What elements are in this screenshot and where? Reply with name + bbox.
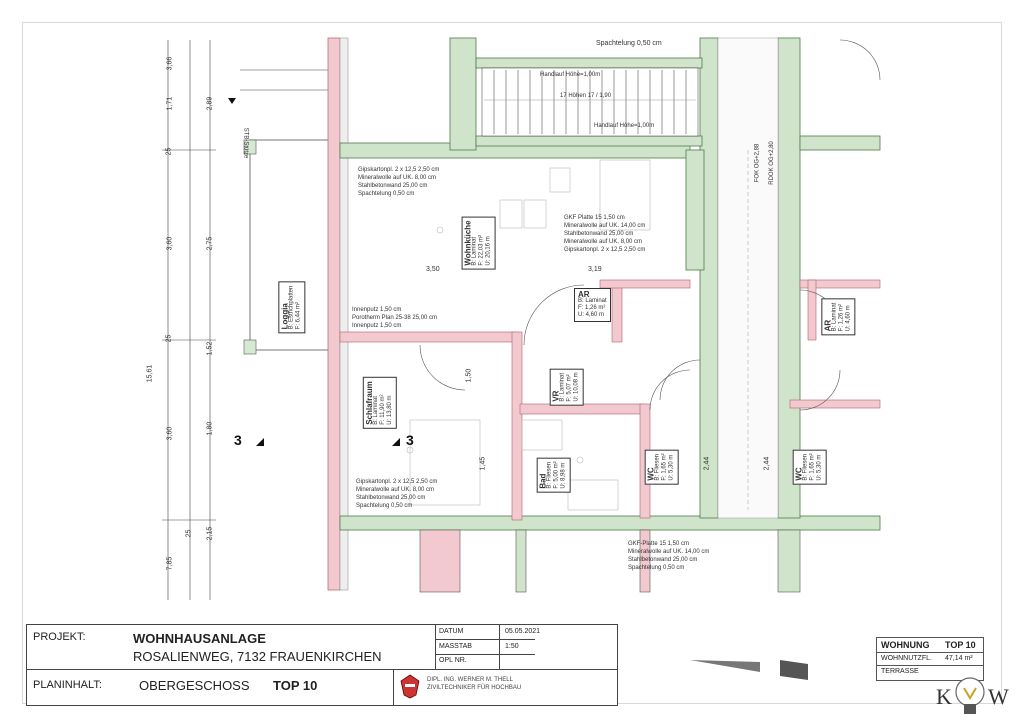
dim-label: 3,66 (166, 56, 174, 71)
dim-label: 1,50 (465, 368, 473, 383)
dimension-lines (162, 40, 330, 600)
concrete-walls (339, 37, 881, 531)
planinhalt-label: PLANINHALT: (33, 679, 102, 691)
architect-name: DIPL. ING. WERNER M. THELL (427, 677, 513, 683)
stair-label: Handlauf Höhe=1,00m (594, 123, 655, 129)
project-address: ROSALIENWEG, 7132 FRAUENKIRCHEN (133, 649, 382, 664)
svg-text:W: W (988, 684, 1009, 709)
logo-lightbulb-icon: K W (936, 677, 1009, 714)
top-label: TOP 10 (273, 678, 318, 693)
datum-label: DATUM (439, 628, 464, 635)
datum-value: 05.05.2021 (505, 628, 541, 635)
terrasse-label: TERRASSE (881, 668, 919, 675)
coat-of-arms-icon (400, 674, 420, 699)
dim-label: 3,50 (426, 266, 440, 273)
dim-label: 1,52 (206, 341, 214, 356)
dim-label: 25 (165, 147, 173, 156)
section-marker-label: 3 (234, 432, 242, 448)
dim-label: 7,85 (166, 556, 174, 571)
planinhalt-value: OBERGESCHOSS (139, 678, 250, 693)
dim-label: 25 (185, 529, 193, 538)
massstab-label: MASSTAB (439, 643, 472, 650)
level-label: RDOK OG+2,80 (768, 141, 775, 185)
dim-label: 1,45 (479, 456, 487, 471)
nutzflaeche-label: WOHNNUTZFL. (881, 655, 932, 662)
lower-rooms (419, 529, 801, 593)
dim-label: 3,60 (166, 426, 174, 441)
wall-spec-top: Spachtelung 0,50 cm (596, 40, 662, 47)
furniture (406, 159, 651, 511)
apartment-summary-box: WOHNUNG TOP 10 WOHNNUTZFL. 47,14 m² TERR… (876, 637, 984, 681)
stair-label: 17 Höhen 17 / 1,90 (560, 93, 612, 99)
dim-label: 25 (165, 334, 173, 343)
dim-label: 1,80 (206, 421, 214, 436)
title-block: PROJEKT: WOHNHAUSANLAGE ROSALIENWEG, 713… (26, 624, 618, 706)
nutzflaeche-value: 47,14 m² (945, 655, 973, 662)
wohnung-top: TOP 10 (945, 640, 976, 650)
dim-label: 2,44 (763, 456, 771, 471)
dim-label: 1,71 (166, 96, 174, 111)
stair-label: Handlauf Höhe=1,00m (540, 72, 601, 78)
section-marker-label: 3 (406, 432, 414, 448)
architect-title: ZIVILTECHNIKER FÜR HOCHBAU (427, 685, 522, 691)
dim-label: 2,75 (206, 236, 214, 251)
dim-label: 2,44 (703, 456, 711, 471)
column-label: STB-Stütze (242, 127, 249, 159)
projekt-label: PROJEKT: (33, 631, 86, 643)
dim-label: 2,89 (206, 96, 214, 111)
level-label: FOK OG+2,88 (754, 143, 761, 183)
company-logo: K W (918, 670, 1022, 722)
dim-label: 3,19 (588, 266, 602, 273)
section-markers (228, 98, 400, 446)
projekt-name: WOHNHAUSANLAGE (133, 631, 266, 646)
opl-label: OPL NR. (439, 657, 467, 664)
dim-label: 2,15 (206, 526, 214, 541)
wohnung-title: WOHNUNG (881, 640, 930, 650)
massstab-value: 1:50 (505, 643, 519, 650)
north-arrow (690, 660, 808, 680)
staircase (481, 67, 699, 137)
total-dim-label: 15,61 (146, 364, 154, 383)
svg-text:K: K (936, 684, 952, 709)
dim-label: 3,60 (166, 236, 174, 251)
